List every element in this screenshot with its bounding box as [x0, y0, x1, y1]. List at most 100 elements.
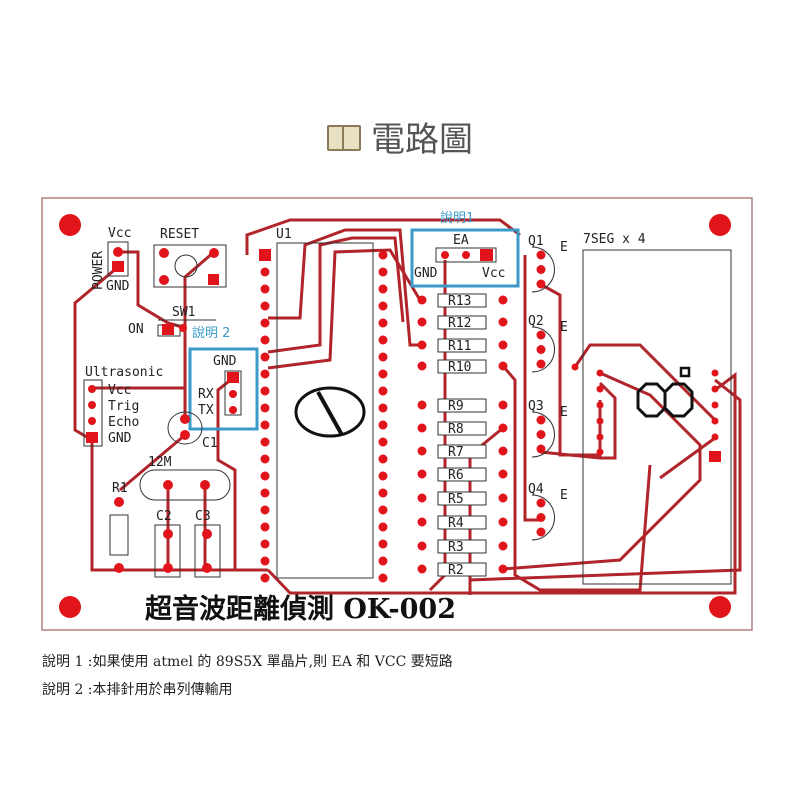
label-emitter: E	[560, 240, 568, 255]
resistor-r10	[437, 359, 487, 374]
note1-box	[410, 228, 520, 288]
label-r9: R9	[448, 399, 464, 414]
u1-pin	[260, 471, 270, 481]
resistor-pad	[417, 295, 427, 305]
transistor-q2	[531, 326, 555, 373]
resistor-pad	[417, 423, 427, 433]
transistor-pin	[536, 330, 546, 340]
label-ultrasonic: Ultrasonic	[85, 365, 163, 380]
power-connector	[107, 241, 129, 277]
page-header: 電路圖	[0, 112, 800, 161]
transistor-q1	[531, 246, 555, 293]
resistor-pad	[498, 541, 508, 551]
label-r6: R6	[448, 468, 464, 483]
resistor-pad	[417, 400, 427, 410]
resistor-r4	[437, 515, 487, 530]
resistor-r11	[437, 338, 487, 353]
mounting-hole	[709, 214, 731, 236]
resistor-pad	[417, 541, 427, 551]
7seg-pin	[709, 451, 721, 462]
u1-pin	[378, 522, 388, 532]
u1-pin	[260, 420, 270, 430]
note1-marker: 說明1	[440, 210, 474, 226]
resistor-pad	[498, 469, 508, 479]
resistor-r12	[437, 315, 487, 330]
u1-pin	[378, 267, 388, 277]
u1-pin	[260, 505, 270, 515]
u1-pin	[378, 420, 388, 430]
u1-pin	[378, 471, 388, 481]
label-7seg: 7SEG x 4	[583, 232, 646, 247]
header-title: 電路圖	[371, 120, 473, 160]
7seg-pin	[596, 385, 604, 393]
transistor-pin	[536, 415, 546, 425]
resistor-pad	[417, 361, 427, 371]
transistor-pin	[536, 513, 546, 522]
u1-pin	[260, 539, 270, 549]
7seg-pin	[571, 363, 579, 371]
resistor-pad	[498, 317, 508, 327]
label-u1: U1	[276, 227, 292, 242]
resistor-pad	[417, 564, 427, 574]
resistor-pad	[498, 446, 508, 456]
7seg-pins	[571, 363, 721, 462]
resistor-pad	[417, 469, 427, 479]
label-r1: R1	[112, 481, 128, 496]
label-r12: R12	[448, 316, 471, 331]
resistor-pad	[498, 493, 508, 503]
resistor-pad	[417, 517, 427, 527]
7seg-display	[582, 249, 732, 585]
c3-capacitor	[194, 524, 221, 578]
crystal	[139, 469, 231, 501]
note2-marker: 說明 2	[192, 325, 230, 341]
u1-pin	[378, 505, 388, 515]
resistor-r9	[437, 398, 487, 413]
u1-pins	[259, 249, 388, 583]
resistor-pad	[498, 517, 508, 527]
label-q3: Q3	[528, 399, 544, 414]
label-reset: RESET	[160, 227, 199, 242]
u1-pin	[260, 573, 270, 583]
label-emitter: E	[560, 488, 568, 503]
u1-pin	[378, 573, 388, 583]
label-hdr-gnd: GND	[213, 354, 237, 369]
7seg-pin	[711, 385, 719, 393]
resistor-pad	[498, 340, 508, 350]
label-echo: Echo	[108, 415, 139, 430]
label-ea-vcc: Vcc	[482, 266, 505, 281]
7seg-pin	[711, 401, 719, 409]
resistor-pad	[417, 446, 427, 456]
transistor-pin	[536, 250, 546, 260]
u1-pin	[378, 539, 388, 549]
u1-pin	[378, 250, 388, 260]
transistor-pin	[536, 265, 546, 274]
note2-box	[188, 347, 259, 431]
label-r11: R11	[448, 339, 471, 354]
resistor-r8	[437, 421, 487, 436]
label-us-vcc: Vcc	[108, 383, 131, 398]
c1-capacitor	[167, 411, 203, 445]
ultrasonic-header	[83, 379, 103, 447]
label-emitter: E	[560, 405, 568, 420]
label-q4: Q4	[528, 482, 544, 497]
u1-pin	[260, 267, 270, 277]
u1-pin	[378, 301, 388, 311]
label-r5: R5	[448, 492, 464, 507]
label-c2: C2	[156, 509, 172, 524]
label-vcc: Vcc	[108, 226, 131, 241]
book-icon	[327, 125, 361, 151]
u1-pin	[260, 369, 270, 379]
resistor-r2	[437, 562, 487, 577]
u1-pin	[378, 556, 388, 566]
resistor-r7	[437, 444, 487, 459]
transistor-pin	[536, 527, 546, 537]
label-r7: R7	[448, 445, 464, 460]
ea-jumper	[435, 247, 497, 263]
label-q1: Q1	[528, 234, 544, 249]
u1-pin	[260, 437, 270, 447]
7seg-pin	[596, 369, 604, 377]
resistor-r3	[437, 539, 487, 554]
